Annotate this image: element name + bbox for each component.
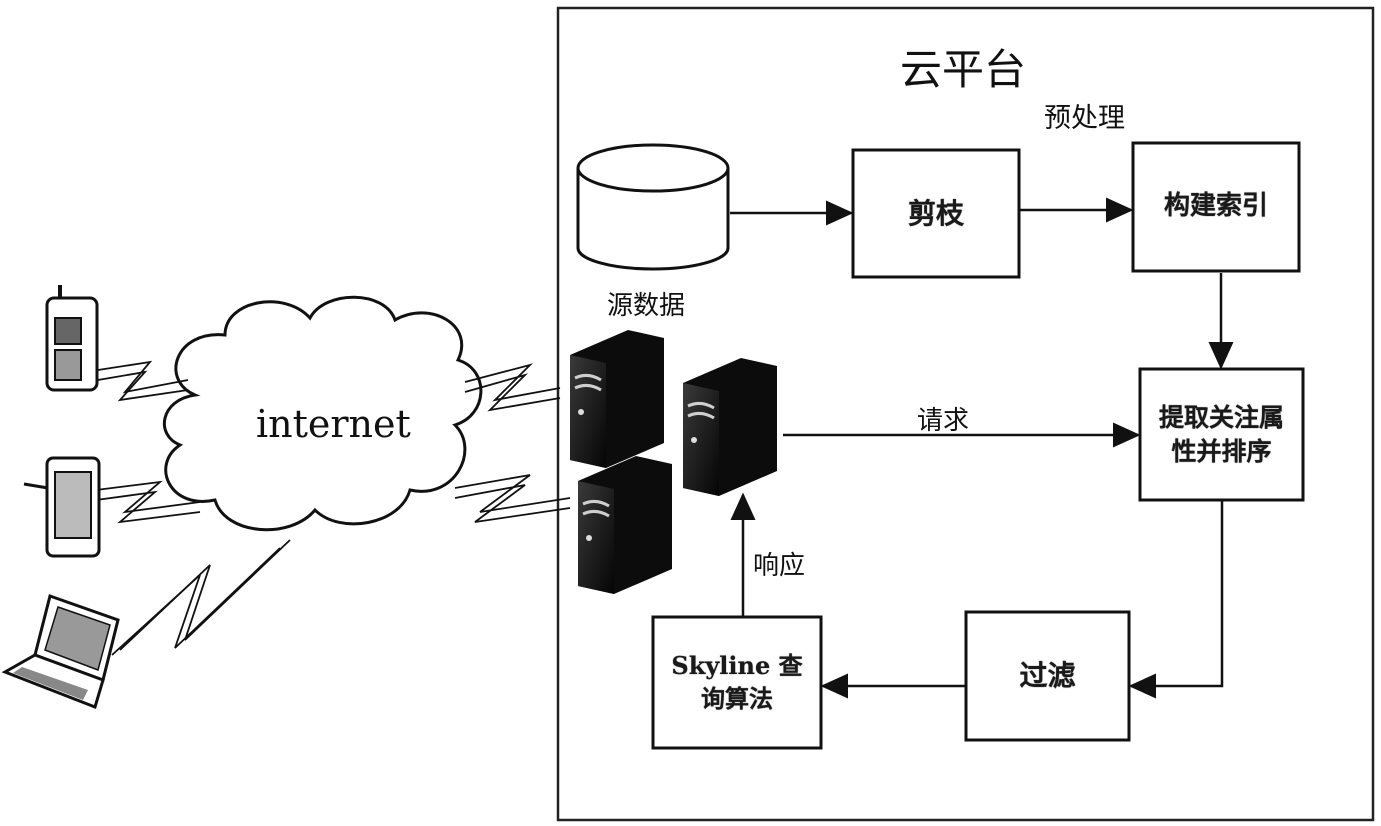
extract-sort-box-label: 提取关注属性并排序 <box>1158 402 1284 466</box>
prune-box-label: 剪枝 <box>907 196 964 230</box>
wireless-link-icon <box>111 547 281 656</box>
wireless-link-icon <box>464 363 561 402</box>
wireless-link-icon <box>97 370 189 402</box>
server-icon <box>683 358 777 496</box>
arrow-extract-to-filter <box>1128 500 1224 699</box>
internet-label: internet <box>256 402 411 446</box>
cloud-platform-frame <box>556 6 1375 822</box>
laptop-icon <box>1 594 120 709</box>
wireless-link-icon <box>119 539 291 651</box>
mobile-phone-icon <box>45 285 99 392</box>
wireless-link-icon <box>95 490 201 524</box>
filter-box-label: 过滤 <box>1019 659 1076 693</box>
extract-sort-box <box>1138 367 1305 502</box>
build-index-box-label: 构建索引 <box>1163 191 1268 222</box>
wireless-link-icon <box>454 474 571 513</box>
server-icon <box>578 456 672 594</box>
filter-box <box>964 610 1131 742</box>
build-index-box <box>1131 141 1301 273</box>
wireless-link-icon <box>454 484 571 523</box>
skyline-box-label: Skyline 查询算法 <box>671 651 803 713</box>
source-data-label: 源数据 <box>607 291 686 321</box>
platform-title: 云平台 <box>900 45 1027 94</box>
preprocess-label: 预处理 <box>1044 103 1125 134</box>
wireless-link-icon <box>95 480 201 514</box>
skyline-box <box>651 615 823 750</box>
wireless-link-icon <box>97 360 189 394</box>
tablet-icon <box>23 456 101 558</box>
database-icon <box>576 143 730 271</box>
request-label: 请求 <box>917 406 970 436</box>
wireless-link-icon <box>464 373 561 412</box>
server-icon <box>570 330 664 468</box>
response-label: 响应 <box>753 551 806 581</box>
internet-cloud-icon <box>162 295 483 532</box>
